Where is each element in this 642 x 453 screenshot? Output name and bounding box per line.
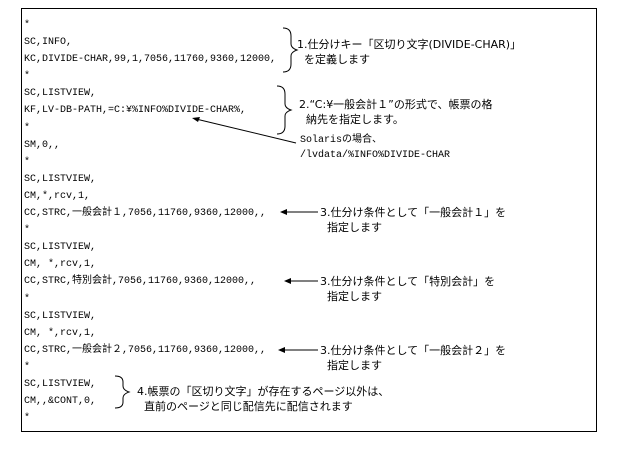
brace-1 [282,27,299,73]
note-line: 1.仕分けキー「区切り文字(DIVIDE-CHAR)」 [297,38,522,51]
note-solaris: Solarisの場合、 /lvdata/%INFO%DIVIDE-CHAR [300,133,450,163]
code-line: * [24,361,31,373]
note-2: 2.“C:¥一般会計１”の形式で、帳票の格 納先を指定します。 [299,97,492,127]
note-1: 1.仕分けキー「区切り文字(DIVIDE-CHAR)」 を定義します [297,37,521,67]
note-line: 納先を指定します。 [299,113,404,126]
code-listing: * SC,INFO, KC,DIVIDE-CHAR,99,1,7056,11760,… [24,17,276,427]
note-line: 2.“C:¥一般会計１”の形式で、帳票の格 [299,98,493,111]
note-line: /lvdata/%INFO%DIVIDE-CHAR [300,150,451,161]
note-line: を定義します [297,53,370,66]
code-line: SC,LISTVIEW, [24,173,97,185]
note-line: 3.仕分け条件として「一般会計２」を [320,344,507,357]
code-line: KF,LV-DB-PATH,=C:¥%INFO%DIVIDE-CHAR%, [24,105,247,117]
code-line: SC,INFO, [24,37,73,49]
code-line: CC,STRC,一般会計２,7056,11760,9360,12000,, [24,344,267,356]
code-line: CM,,&CONT,0, [24,396,97,408]
note-3b: 3.仕分け条件として「特別会計」を 指定します [320,274,495,304]
code-line: * [24,71,31,83]
brace-2 [276,85,293,135]
code-line: SC,LISTVIEW, [24,310,97,322]
note-line: 4.帳票の「区切り文字」が存在するページ以外は、 [137,385,390,398]
code-line: * [24,293,31,305]
note-line: Solarisの場合、 [300,135,383,146]
brace-4 [114,375,131,409]
code-line: CM, *,rcv,1, [24,259,97,271]
note-line: 指定します [320,290,382,303]
code-line: * [24,225,31,237]
note-line: 3.仕分け条件として「一般会計１」を [320,206,507,219]
code-line: * [24,413,31,425]
note-line: 指定します [320,359,382,372]
code-line: CC,STRC,一般会計１,7056,11760,9360,12000,, [24,208,267,220]
arrow-solaris [195,118,297,144]
note-line: 3.仕分け条件として「特別会計」を [320,275,496,288]
code-line: SM,0,, [24,139,61,151]
code-line: SC,LISTVIEW, [24,88,97,100]
code-line: CM, *,rcv,1, [24,327,97,339]
code-line: KC,DIVIDE-CHAR,99,1,7056,11760,9360,1200… [24,54,277,66]
code-line: * [24,122,31,134]
note-3c: 3.仕分け条件として「一般会計２」を 指定します [320,343,506,373]
code-line: * [24,156,31,168]
code-line: CM,*,rcv,1, [24,190,91,202]
note-4: 4.帳票の「区切り文字」が存在するページ以外は、 直前のページと同じ配信先に配信… [137,384,389,414]
code-line: SC,LISTVIEW, [24,242,97,254]
code-line: CC,STRC,特別会計,7056,11760,9360,12000,, [24,276,257,288]
note-line: 指定します [320,221,382,234]
document-frame [21,8,597,432]
note-line: 直前のページと同じ配信先に配信されます [137,400,353,413]
code-line: SC,LISTVIEW, [24,378,97,390]
note-3a: 3.仕分け条件として「一般会計１」を 指定します [320,205,506,235]
code-line: * [24,20,31,31]
